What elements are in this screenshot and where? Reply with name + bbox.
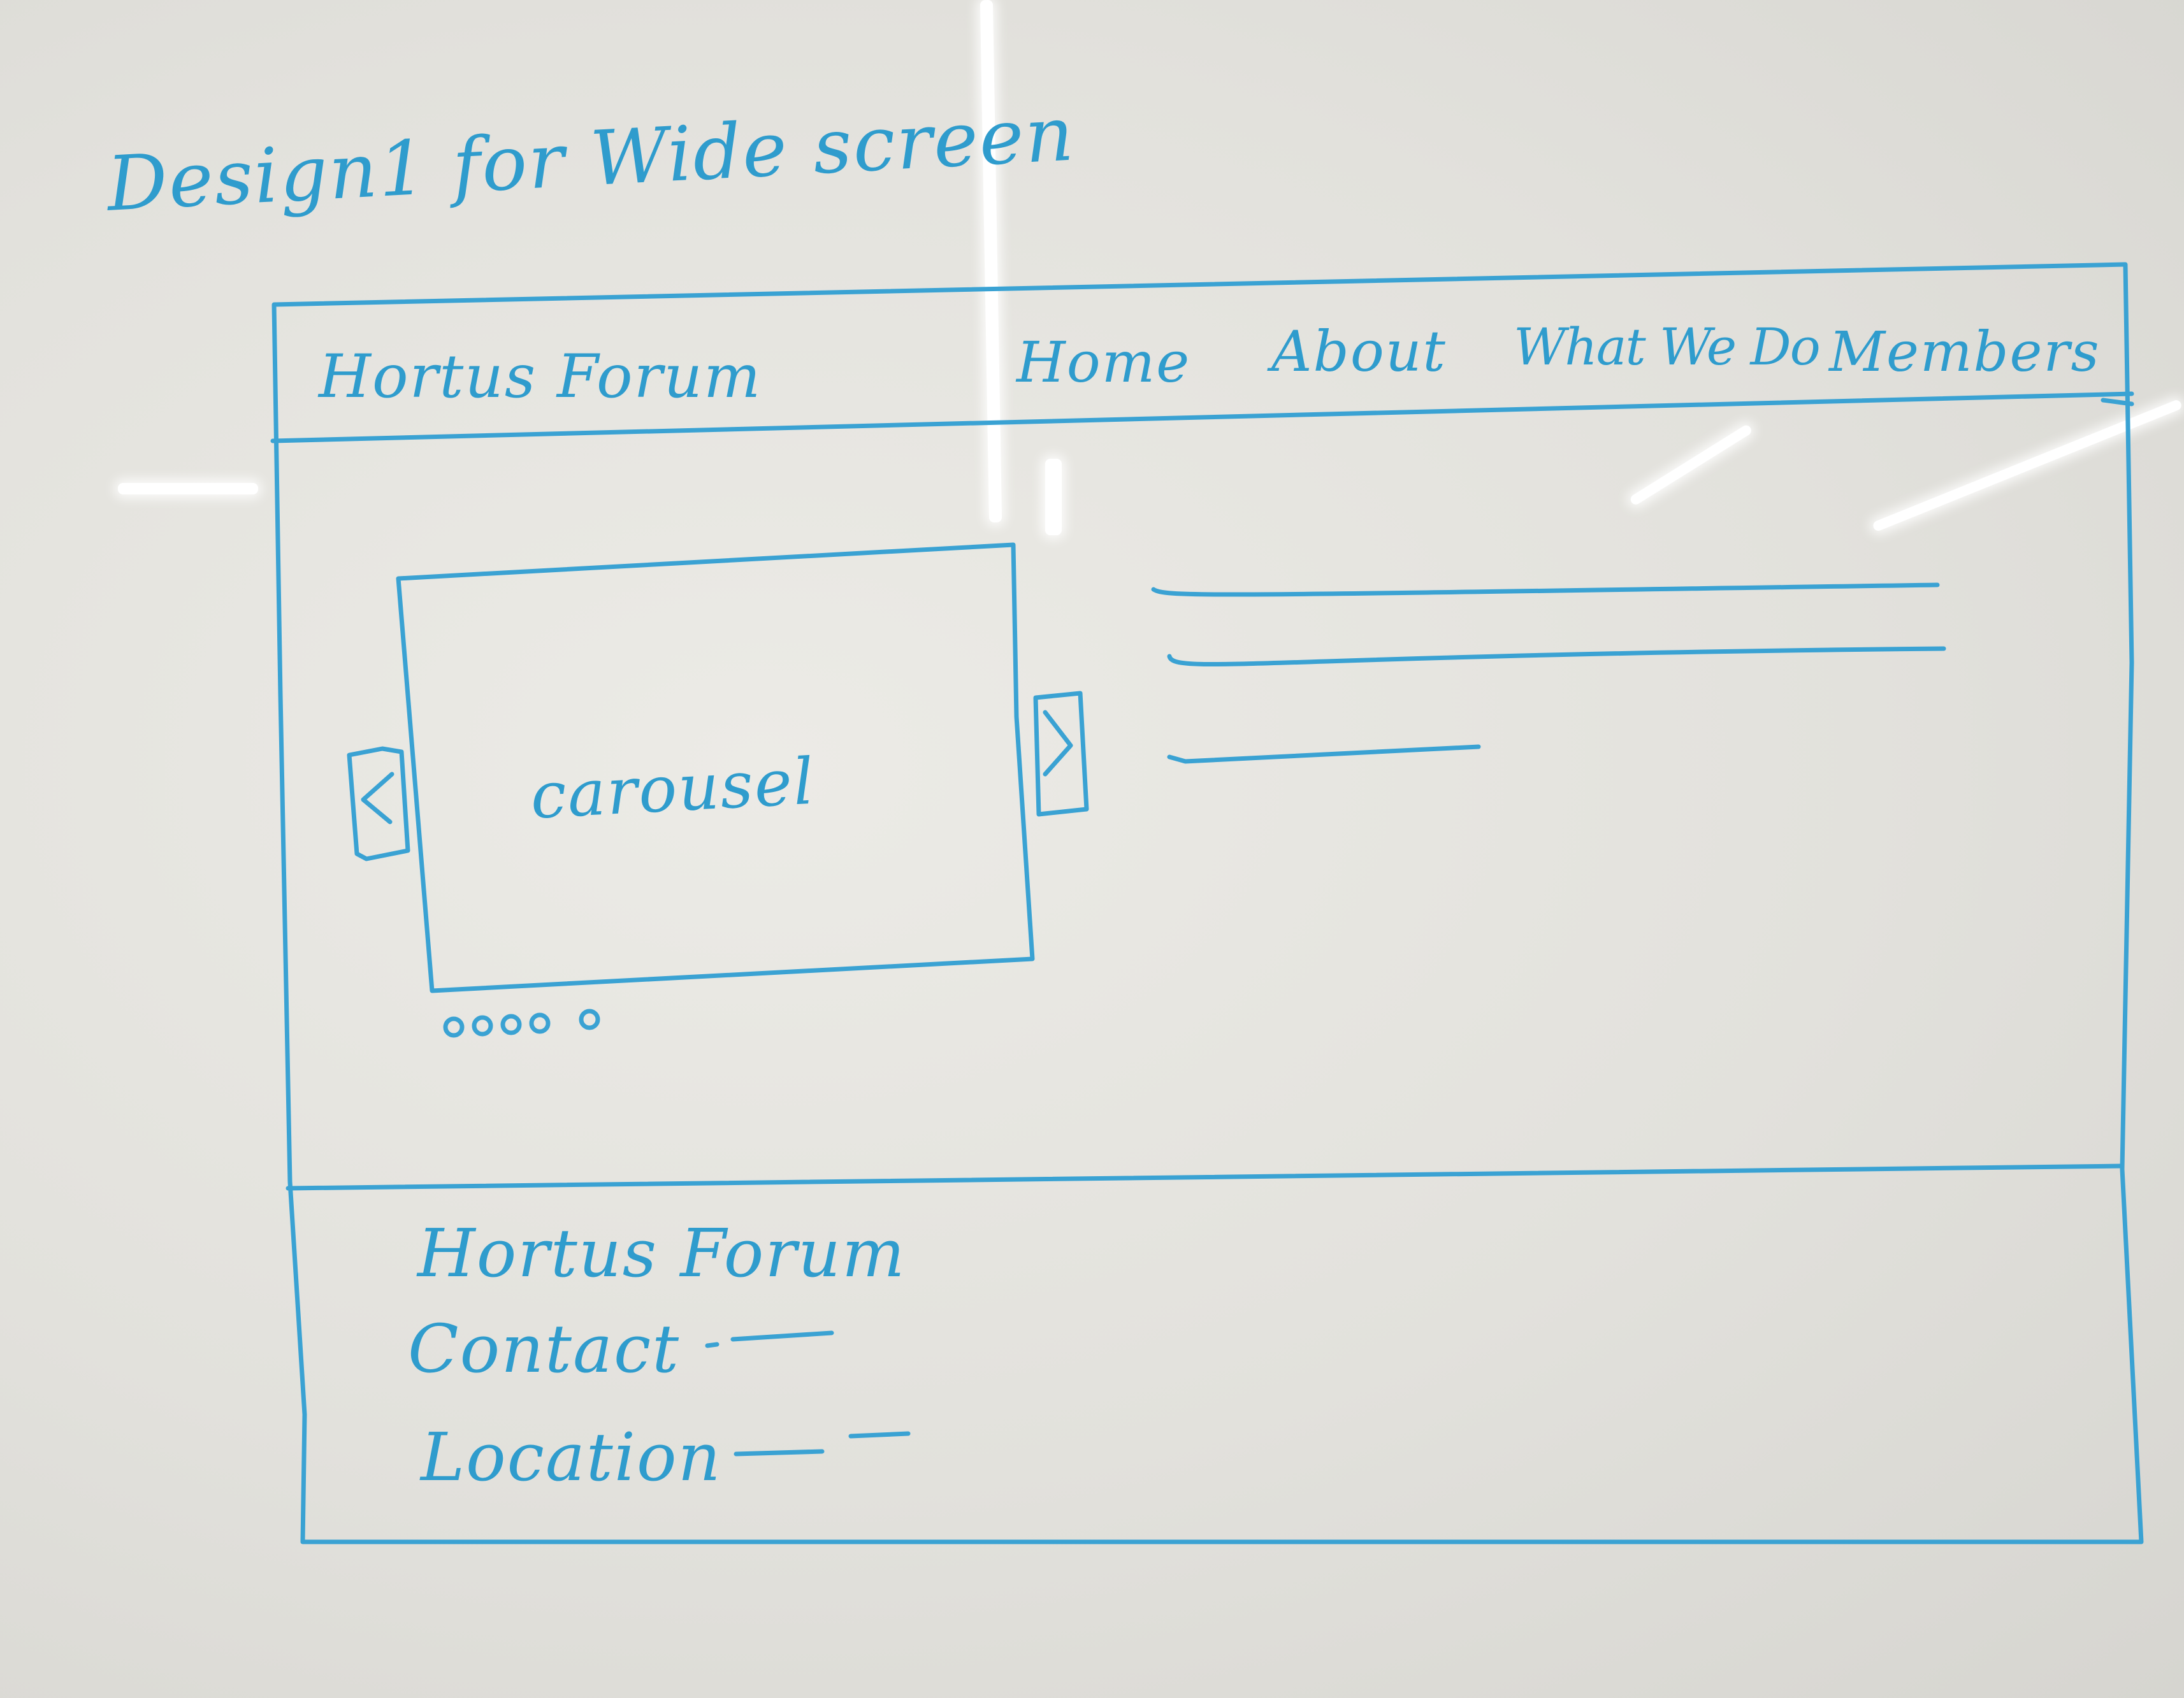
site-brand[interactable]: Hortus Forum	[319, 342, 762, 412]
carousel-dot	[500, 1014, 522, 1035]
nav-what-we-do[interactable]: What We Do	[1514, 317, 1821, 377]
carousel-label: carousel	[528, 744, 817, 833]
footer-divider	[286, 1163, 2125, 1191]
text-line	[1167, 744, 1481, 764]
header-divider	[270, 391, 2134, 443]
carousel-dot	[443, 1016, 465, 1038]
nav-members[interactable]: Members	[1829, 320, 2101, 384]
page-frame	[271, 262, 2144, 1544]
text-line	[1167, 646, 1946, 667]
footer-location: Location	[421, 1418, 722, 1496]
light-reflection	[1045, 459, 1062, 535]
carousel-frame	[396, 542, 1035, 993]
chevron-left-icon	[361, 772, 394, 824]
nav-about[interactable]: About	[1271, 319, 1447, 384]
footer-brand: Hortus Forum	[417, 1214, 906, 1292]
header-divider	[2101, 398, 2134, 407]
footer-contact: Contact	[408, 1310, 681, 1388]
next-arrow-box	[1033, 691, 1089, 817]
nav-home[interactable]: Home	[1016, 329, 1191, 395]
carousel-dot	[472, 1015, 493, 1037]
contact-value-line	[705, 1330, 834, 1348]
light-reflection	[118, 483, 258, 494]
prev-arrow-box	[347, 746, 410, 861]
carousel-dot	[529, 1012, 551, 1034]
chevron-right-icon	[1043, 710, 1073, 777]
carousel-dot	[579, 1009, 600, 1030]
text-line	[1151, 582, 1940, 597]
location-value-line	[734, 1431, 911, 1457]
